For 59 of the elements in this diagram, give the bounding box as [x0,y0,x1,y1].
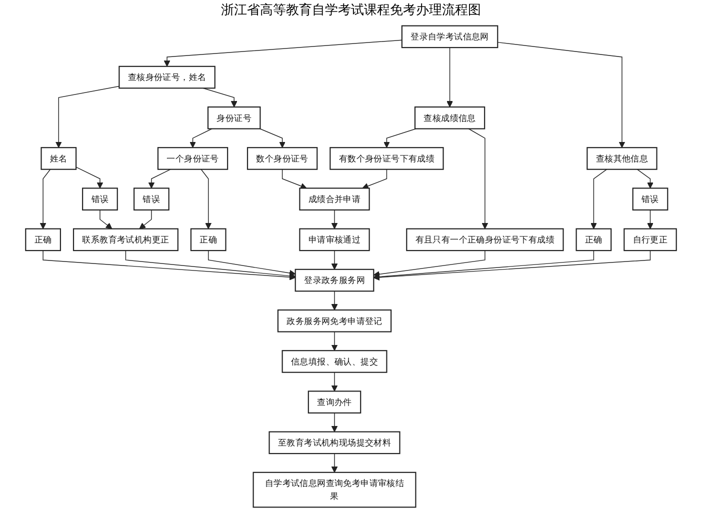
arrow [373,250,651,281]
node-box: 查询办件 [308,390,362,414]
arrow [497,42,626,148]
node-box: 登录自学考试信息网 [401,25,498,48]
arrow [384,128,416,148]
node-box: 正确 [25,228,61,252]
node-box: 查核成绩信息 [414,106,486,130]
arrow [362,168,388,190]
arrow [331,372,338,392]
node-box: 查核其他信息 [586,147,658,170]
node-box: 正确 [190,228,226,252]
arrow [100,210,112,230]
arrow [331,210,338,230]
node-box: 信息填报、确认、提交 [282,350,388,373]
node-box: 正确 [576,228,612,252]
node-box: 数个身份证号 [246,147,318,170]
arrow [148,168,171,188]
arrow [190,128,212,148]
arrow [76,166,104,188]
arrow [260,128,286,148]
node-box: 申请审核通过 [299,228,370,252]
arrow [331,331,338,351]
arrow [139,210,152,230]
arrow [373,250,594,280]
node-box: 登录政务服务网 [294,268,374,292]
node-box: 至教育考试机构现场提交材料 [268,431,400,454]
node-box: 错误 [82,188,118,210]
arrow [55,86,120,148]
node-box: 有数个身份证号下有成绩 [330,147,444,170]
arrow [200,168,212,230]
arrow [125,250,296,280]
node-box: 联系教育考试机构更正 [72,228,178,252]
arrow [282,168,307,190]
arrow [331,412,338,432]
arrow [468,128,488,230]
arrow [42,250,296,280]
node-box: 自学考试信息网查询免考申请审核结果 [252,472,416,508]
node-box: 一个身份证号 [157,147,228,170]
arrow [331,453,338,473]
node-box: 有且只有一个正确身份证号下有成绩 [406,228,564,252]
arrow [446,47,453,108]
node-box: 自行更正 [624,228,677,252]
node-box: 姓名 [40,147,77,170]
node-box: 错误 [632,188,668,210]
node-box: 身份证号 [207,106,261,130]
arrow [636,168,654,188]
arrow [373,250,486,278]
arrow [208,250,296,276]
arrow [40,168,51,230]
arrow [164,40,402,67]
node-box: 错误 [134,188,170,210]
arrow [647,210,654,230]
arrow [331,250,338,270]
node-box: 查核身份证号，姓名 [118,66,216,89]
diagram-title: 浙江省高等教育自学考试课程免考办理流程图 [220,2,482,20]
arrow [331,290,338,310]
node-box: 成绩合并申请 [299,188,370,210]
arrow [590,168,608,230]
node-box: 政务服务网免考申请登记 [277,309,392,332]
